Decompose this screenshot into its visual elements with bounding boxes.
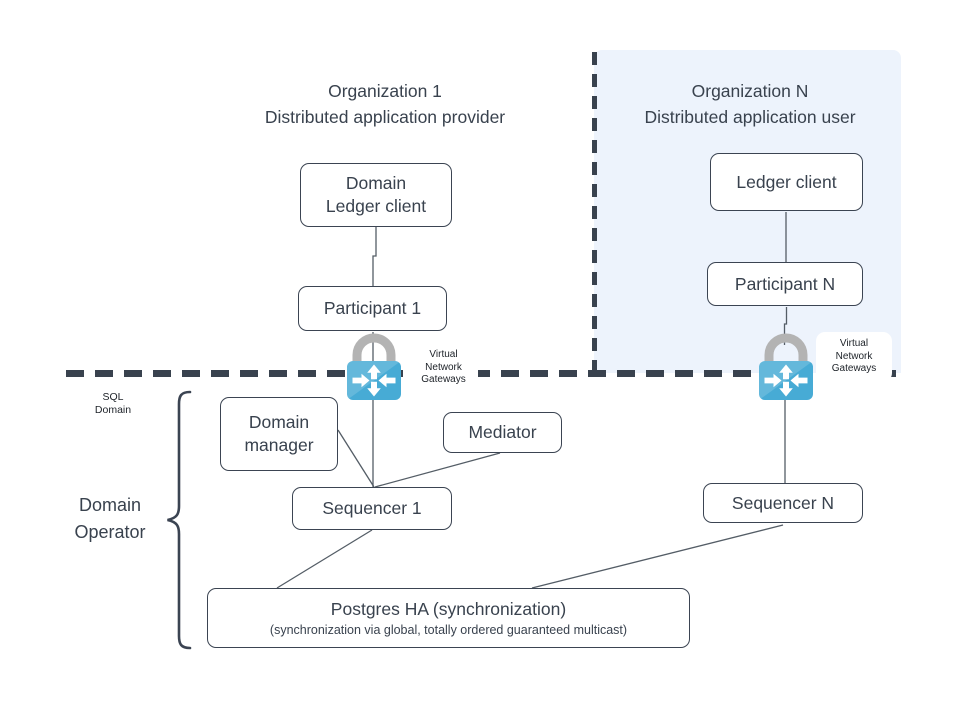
postgres-ha-subtitle: (synchronization via global, totally ord… [269, 623, 628, 637]
virtual-network-gateways-label-right: Virtual Network Gateways [816, 332, 892, 382]
postgres-ha-title: Postgres HA (synchronization) [330, 599, 567, 619]
participant-1-node: Participant 1 [298, 286, 447, 331]
orgN-title: Organization N Distributed application u… [644, 81, 856, 127]
connector-domainmanager-sequencer1 [337, 429, 375, 488]
domain-ledger-client-node: Domain Ledger client [300, 163, 452, 227]
connector-mediator-sequencer1 [374, 452, 501, 488]
connector-sequencern-postgres [531, 524, 784, 589]
sequencer-1-node: Sequencer 1 [292, 487, 452, 530]
virtual-network-gateways-label-left: Virtual Network Gateways [409, 344, 478, 392]
sequencer-n-node: Sequencer N [703, 483, 863, 523]
participant-n-node: Participant N [707, 262, 863, 306]
org-n-panel [594, 50, 901, 373]
ledger-client-node: Ledger client [710, 153, 863, 211]
domain-operator-label: Domain Operator [74, 495, 146, 542]
connector-domainledger-participant1 [372, 227, 377, 286]
sql-domain-label: SQL Domain [94, 391, 132, 416]
mediator-node: Mediator [443, 412, 562, 453]
postgres-ha-node: Postgres HA (synchronization) (synchroni… [207, 588, 690, 648]
connector-sequencer1-postgres [276, 529, 373, 589]
domain-manager-node: Domain manager [220, 397, 338, 471]
vpn-gateway-icon-left [347, 338, 401, 400]
org1-title: Organization 1 Distributed application p… [264, 81, 506, 127]
